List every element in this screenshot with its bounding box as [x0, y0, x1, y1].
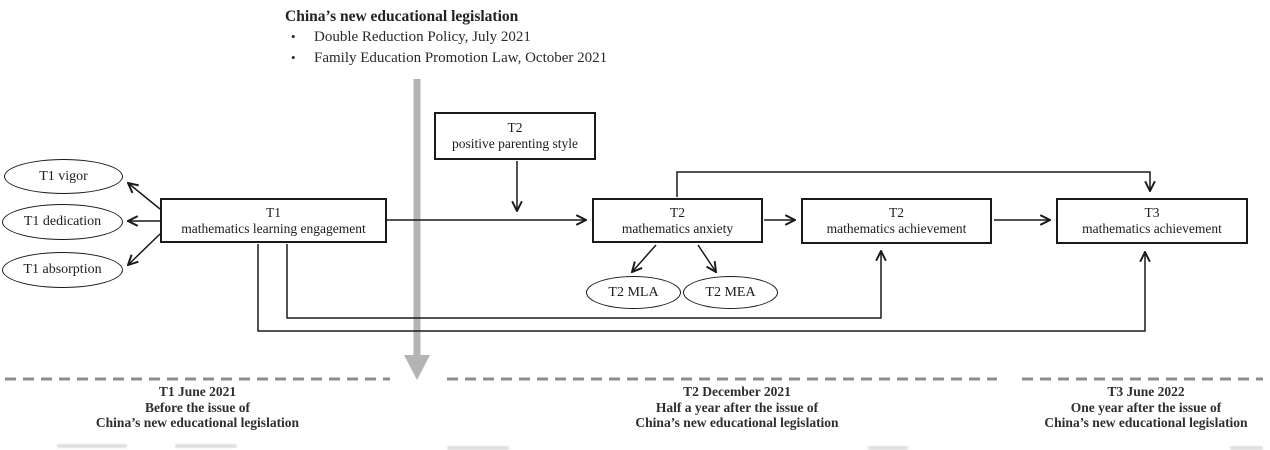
timeline-caption-t2: T2 December 2021 Half a year after the i… — [520, 384, 954, 431]
box-label-construct: mathematics achievement — [1082, 221, 1222, 236]
ellipse-t2-mea: T2 MEA — [683, 276, 778, 309]
box-label-construct: positive parenting style — [452, 136, 578, 151]
timeline-t2-line2: Half a year after the issue of — [655, 399, 819, 415]
timeline-t1-line2: Before the issue of — [144, 399, 251, 415]
timeline-t3-line2: One year after the issue of — [1070, 399, 1222, 415]
timeline-t3-wave: T3 June 2022 — [1107, 384, 1185, 399]
ellipse-t1-vigor: T1 vigor — [4, 159, 123, 194]
legislation-header: China’s new educational legislation • Do… — [285, 7, 607, 68]
legislation-bullet-1-text: Double Reduction Policy, July 2021 — [314, 29, 531, 45]
box-label-construct: mathematics anxiety — [621, 220, 734, 236]
arrow-engagement-to-t2-achievement-bottom — [286, 244, 881, 319]
box-label-wave: T2 — [889, 205, 904, 220]
timeline-t1-wave: T1 June 2021 — [158, 384, 237, 399]
ellipse-label: T1 vigor — [39, 168, 88, 184]
legislation-bullet-2: • Family Education Promotion Law, Octobe… — [285, 48, 607, 69]
arrow-anxiety-to-mea — [697, 244, 716, 272]
box-t3-math-achievement: T3 mathematics achievement — [1056, 198, 1248, 244]
arrow-anxiety-to-mla — [632, 244, 657, 272]
scan-artifact — [175, 444, 237, 448]
ellipse-label: T1 dedication — [23, 214, 102, 229]
arrow-anxiety-to-t3-achievement-top — [676, 171, 1150, 197]
ellipse-t1-absorption: T1 absorption — [2, 252, 123, 288]
timeline-t1-line3: China’s new educational legislation — [95, 415, 300, 430]
legislation-timeline-arrow — [404, 79, 430, 380]
timeline-t2-wave: T2 December 2021 — [683, 384, 791, 399]
timeline-t3-line3: China’s new educational legislation — [1044, 415, 1248, 430]
box-t1-math-learning-engagement: T1 mathematics learning engagement — [160, 198, 387, 243]
ellipse-label: T2 MEA — [705, 284, 756, 300]
timeline-caption-t1: T1 June 2021 Before the issue of China’s… — [40, 384, 355, 431]
box-t2-positive-parenting-style: T2 positive parenting style — [434, 112, 596, 160]
box-label-wave: T2 — [670, 204, 685, 220]
legislation-bullet-2-text: Family Education Promotion Law, October … — [314, 49, 608, 66]
legislation-title: China’s new educational legislation — [285, 8, 519, 25]
scan-artifact — [447, 446, 509, 450]
box-t2-math-anxiety: T2 mathematics anxiety — [592, 198, 763, 243]
box-label-wave: T3 — [1144, 205, 1160, 220]
box-label-wave: T1 — [266, 204, 281, 220]
box-t2-math-achievement: T2 mathematics achievement — [801, 198, 992, 244]
ellipse-label: T2 MLA — [608, 284, 659, 300]
ellipse-t2-mla: T2 MLA — [586, 276, 681, 309]
ellipse-t1-dedication: T1 dedication — [2, 204, 123, 240]
timeline-caption-t3: T3 June 2022 One year after the issue of… — [996, 384, 1270, 431]
box-label-construct: mathematics learning engagement — [181, 220, 366, 236]
box-label-construct: mathematics achievement — [826, 221, 967, 236]
timeline-t2-line3: China’s new educational legislation — [635, 415, 839, 430]
legislation-bullet-1: • Double Reduction Policy, July 2021 — [285, 27, 607, 48]
arrow-engagement-to-absorption — [128, 233, 161, 265]
bullet-icon: • — [291, 49, 296, 65]
bullet-icon: • — [291, 29, 296, 44]
scan-artifact — [57, 444, 127, 448]
arrow-engagement-to-vigor — [128, 183, 161, 210]
ellipse-label: T1 absorption — [23, 262, 102, 277]
scan-artifact — [868, 446, 908, 450]
scan-artifact — [1230, 446, 1263, 450]
box-label-wave: T2 — [507, 120, 523, 135]
